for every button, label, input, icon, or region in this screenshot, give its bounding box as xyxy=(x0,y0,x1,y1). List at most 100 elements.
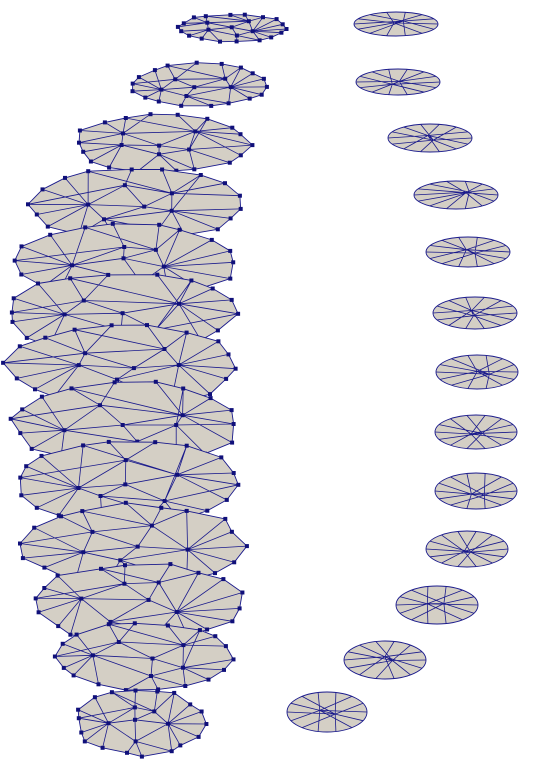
mesh-node xyxy=(165,63,170,68)
mesh-node xyxy=(145,323,149,328)
mesh-node xyxy=(215,328,220,333)
mesh-node xyxy=(191,15,196,20)
mesh-node xyxy=(206,27,211,32)
mesh-node xyxy=(232,560,237,565)
mesh-node xyxy=(142,204,147,209)
disk-edges xyxy=(286,692,368,732)
mesh-node xyxy=(82,739,87,744)
mesh-node xyxy=(118,558,123,563)
mesh-node xyxy=(120,311,125,316)
mesh-node xyxy=(131,366,136,371)
mesh-node xyxy=(130,81,135,86)
mesh-node xyxy=(213,634,218,639)
mesh-node xyxy=(121,256,126,261)
mesh-node xyxy=(231,422,236,426)
mesh-node xyxy=(228,216,233,221)
mesh-node xyxy=(90,529,95,534)
mesh-node xyxy=(90,653,95,658)
right-slice-column xyxy=(286,11,519,733)
mesh-node xyxy=(246,19,251,24)
mesh-node xyxy=(62,428,67,433)
mesh-node xyxy=(213,571,217,576)
mesh-node xyxy=(48,232,53,237)
mesh-node xyxy=(12,258,17,263)
mesh-node xyxy=(226,101,231,106)
mesh-node xyxy=(74,632,79,637)
mesh-node xyxy=(228,12,233,17)
mesh-node xyxy=(224,376,229,381)
mesh-node xyxy=(122,183,127,188)
mesh-node xyxy=(77,128,82,133)
mesh-node xyxy=(129,167,134,172)
mesh-node xyxy=(184,443,189,448)
mesh-node xyxy=(175,112,180,117)
mesh-slice xyxy=(1,323,238,409)
mesh-node xyxy=(209,103,214,108)
mesh-node xyxy=(33,387,37,392)
mesh-node xyxy=(55,573,60,578)
mesh-node xyxy=(187,147,192,152)
slice-nodes xyxy=(1,323,238,409)
mesh-node xyxy=(132,621,137,626)
slice-nodes xyxy=(175,12,289,44)
mesh-node xyxy=(121,131,125,136)
mesh-node xyxy=(68,276,73,281)
mesh-node xyxy=(228,85,233,90)
mesh-node xyxy=(169,749,174,754)
mesh-node xyxy=(229,529,234,534)
mesh-node xyxy=(257,38,262,43)
mesh-node xyxy=(116,640,121,644)
mesh-node xyxy=(133,688,138,693)
mesh-node xyxy=(184,330,189,335)
mesh-node xyxy=(81,443,86,448)
mesh-node xyxy=(177,301,181,306)
mesh-node xyxy=(19,493,24,498)
mesh-node xyxy=(106,439,111,444)
mesh-node xyxy=(233,366,238,371)
mesh-node xyxy=(165,623,170,628)
mesh-node xyxy=(230,440,235,445)
mesh-node xyxy=(159,505,164,510)
disk-edges xyxy=(413,181,499,209)
mesh-node xyxy=(208,392,212,397)
disk-face xyxy=(425,530,509,568)
mesh-node xyxy=(181,643,186,648)
mesh-node xyxy=(174,610,179,614)
mesh-node xyxy=(86,202,91,207)
slice-edges xyxy=(132,62,267,107)
mesh-node xyxy=(98,403,102,408)
mesh-node xyxy=(172,690,177,695)
mesh-node xyxy=(194,60,199,65)
mesh-node xyxy=(135,439,140,444)
disk-edges xyxy=(434,415,518,449)
mesh-node xyxy=(20,556,25,561)
mesh-node xyxy=(209,237,214,242)
mesh-node xyxy=(123,563,127,568)
mesh-node xyxy=(173,77,178,82)
mesh-node xyxy=(226,352,231,357)
mesh-node xyxy=(199,36,204,41)
disk-slice xyxy=(434,472,518,510)
mesh-node xyxy=(259,92,264,97)
mesh-slice xyxy=(76,688,209,759)
mesh-node xyxy=(98,494,103,498)
mesh-node xyxy=(188,702,193,707)
mesh-node xyxy=(150,656,155,661)
mesh-node xyxy=(229,25,234,30)
mesh-node xyxy=(153,440,158,445)
mesh-node xyxy=(183,684,188,688)
mesh-node xyxy=(39,453,44,458)
mesh-node xyxy=(102,217,106,222)
mesh-node xyxy=(250,71,255,76)
mesh-node xyxy=(242,12,247,17)
mesh-node xyxy=(1,360,6,365)
disk-slice xyxy=(432,296,518,330)
mesh-node xyxy=(155,272,160,277)
mesh-node xyxy=(153,247,158,252)
mesh-node xyxy=(122,245,127,249)
mesh-node xyxy=(29,446,34,451)
mesh-node xyxy=(161,264,166,269)
disk-edges xyxy=(355,69,441,95)
